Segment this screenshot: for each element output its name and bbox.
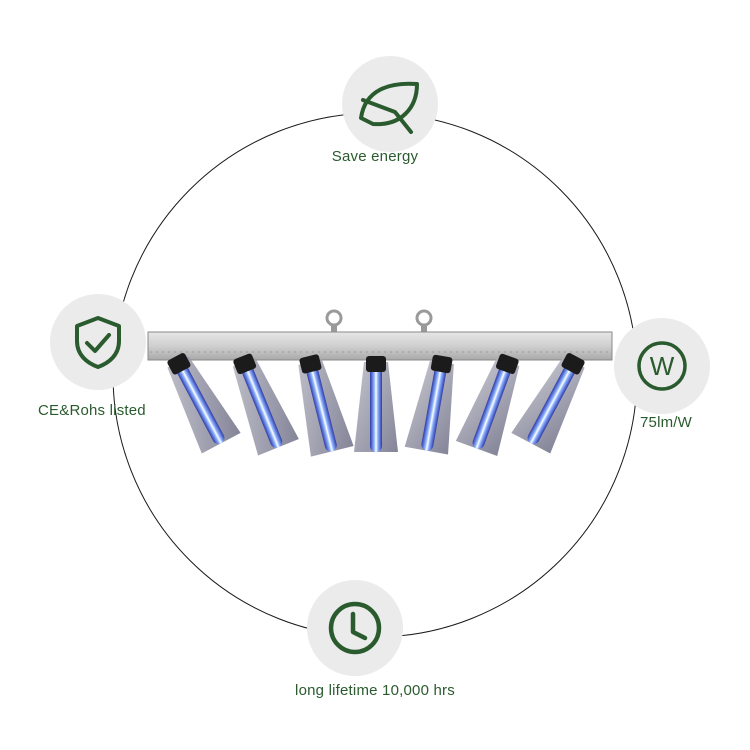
lifetime-badge <box>307 580 403 676</box>
leaf-icon <box>359 81 419 134</box>
save-energy-badge <box>342 56 438 152</box>
tube-4 <box>354 356 398 452</box>
save-energy-label: Save energy <box>331 148 419 165</box>
led-fixture-image <box>147 309 613 457</box>
mounting-rail <box>147 331 613 361</box>
tube-1 <box>167 353 241 454</box>
shield-check-icon <box>75 316 121 369</box>
watt-icon-letter: W <box>650 351 675 381</box>
tube-6 <box>455 353 520 456</box>
tube-7 <box>511 353 585 454</box>
tube-2 <box>232 353 299 456</box>
efficacy-label: 75lm/W <box>640 414 693 431</box>
efficacy-badge: W <box>614 318 710 414</box>
tube-3 <box>298 354 354 457</box>
ce-rohs-badge <box>50 294 146 390</box>
hanging-hook-right <box>415 309 433 332</box>
ce-rohs-label: CE&Rohs listed <box>38 402 146 419</box>
lifetime-label: long lifetime 10,000 hrs <box>295 682 455 699</box>
clock-icon <box>328 601 382 655</box>
tube-5 <box>404 354 454 455</box>
watt-icon: W <box>637 341 687 391</box>
hanging-hook-left <box>325 309 343 332</box>
